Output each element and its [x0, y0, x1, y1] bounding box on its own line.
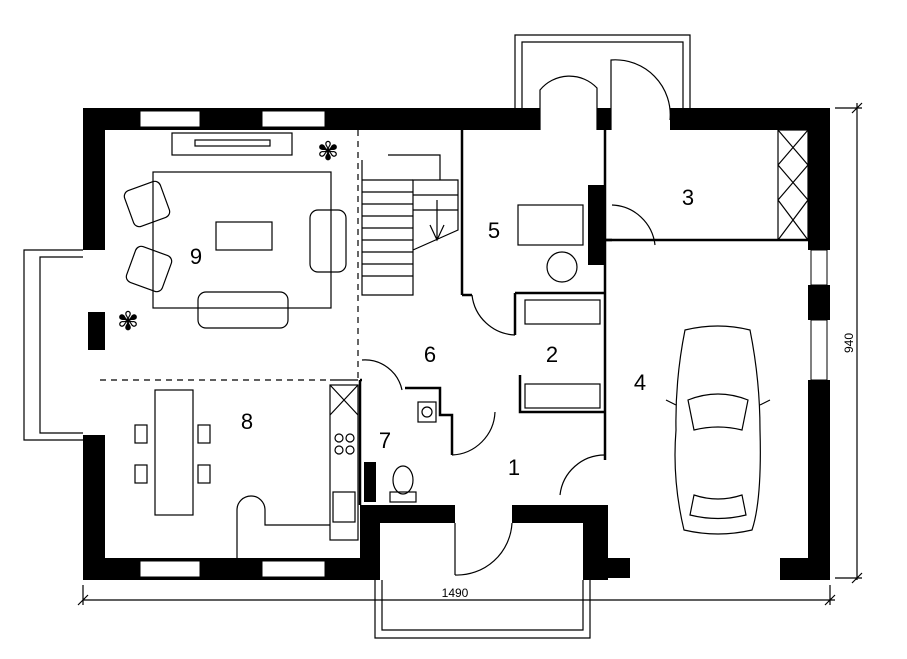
room-label: 2 [546, 342, 558, 367]
room-label: 8 [241, 409, 253, 434]
room-label: 3 [682, 185, 694, 210]
living-room-furniture: ✾ ✾ [117, 132, 347, 336]
plant-icon: ✾ [317, 136, 339, 166]
car-icon [665, 325, 771, 535]
doors [361, 59, 671, 576]
kitchen-furniture [134, 384, 359, 558]
width-label: 1490 [442, 586, 469, 600]
entrance-porch [374, 580, 591, 639]
staircase [361, 154, 459, 296]
room-label: 4 [634, 370, 646, 395]
room-label: 7 [379, 428, 391, 453]
height-dimension: 940 [835, 102, 863, 584]
height-label: 940 [842, 333, 856, 353]
width-dimension: 1490 [77, 585, 836, 606]
plant-icon: ✾ [117, 306, 139, 336]
room-label: 1 [508, 455, 520, 480]
room-label: 9 [190, 244, 202, 269]
room-label: 5 [488, 218, 500, 243]
rear-porch [514, 34, 691, 108]
interior-walls [100, 130, 808, 505]
outer-walls [83, 108, 830, 580]
fixtures [364, 129, 809, 503]
room-label: 6 [424, 342, 436, 367]
bay-window [23, 249, 83, 441]
